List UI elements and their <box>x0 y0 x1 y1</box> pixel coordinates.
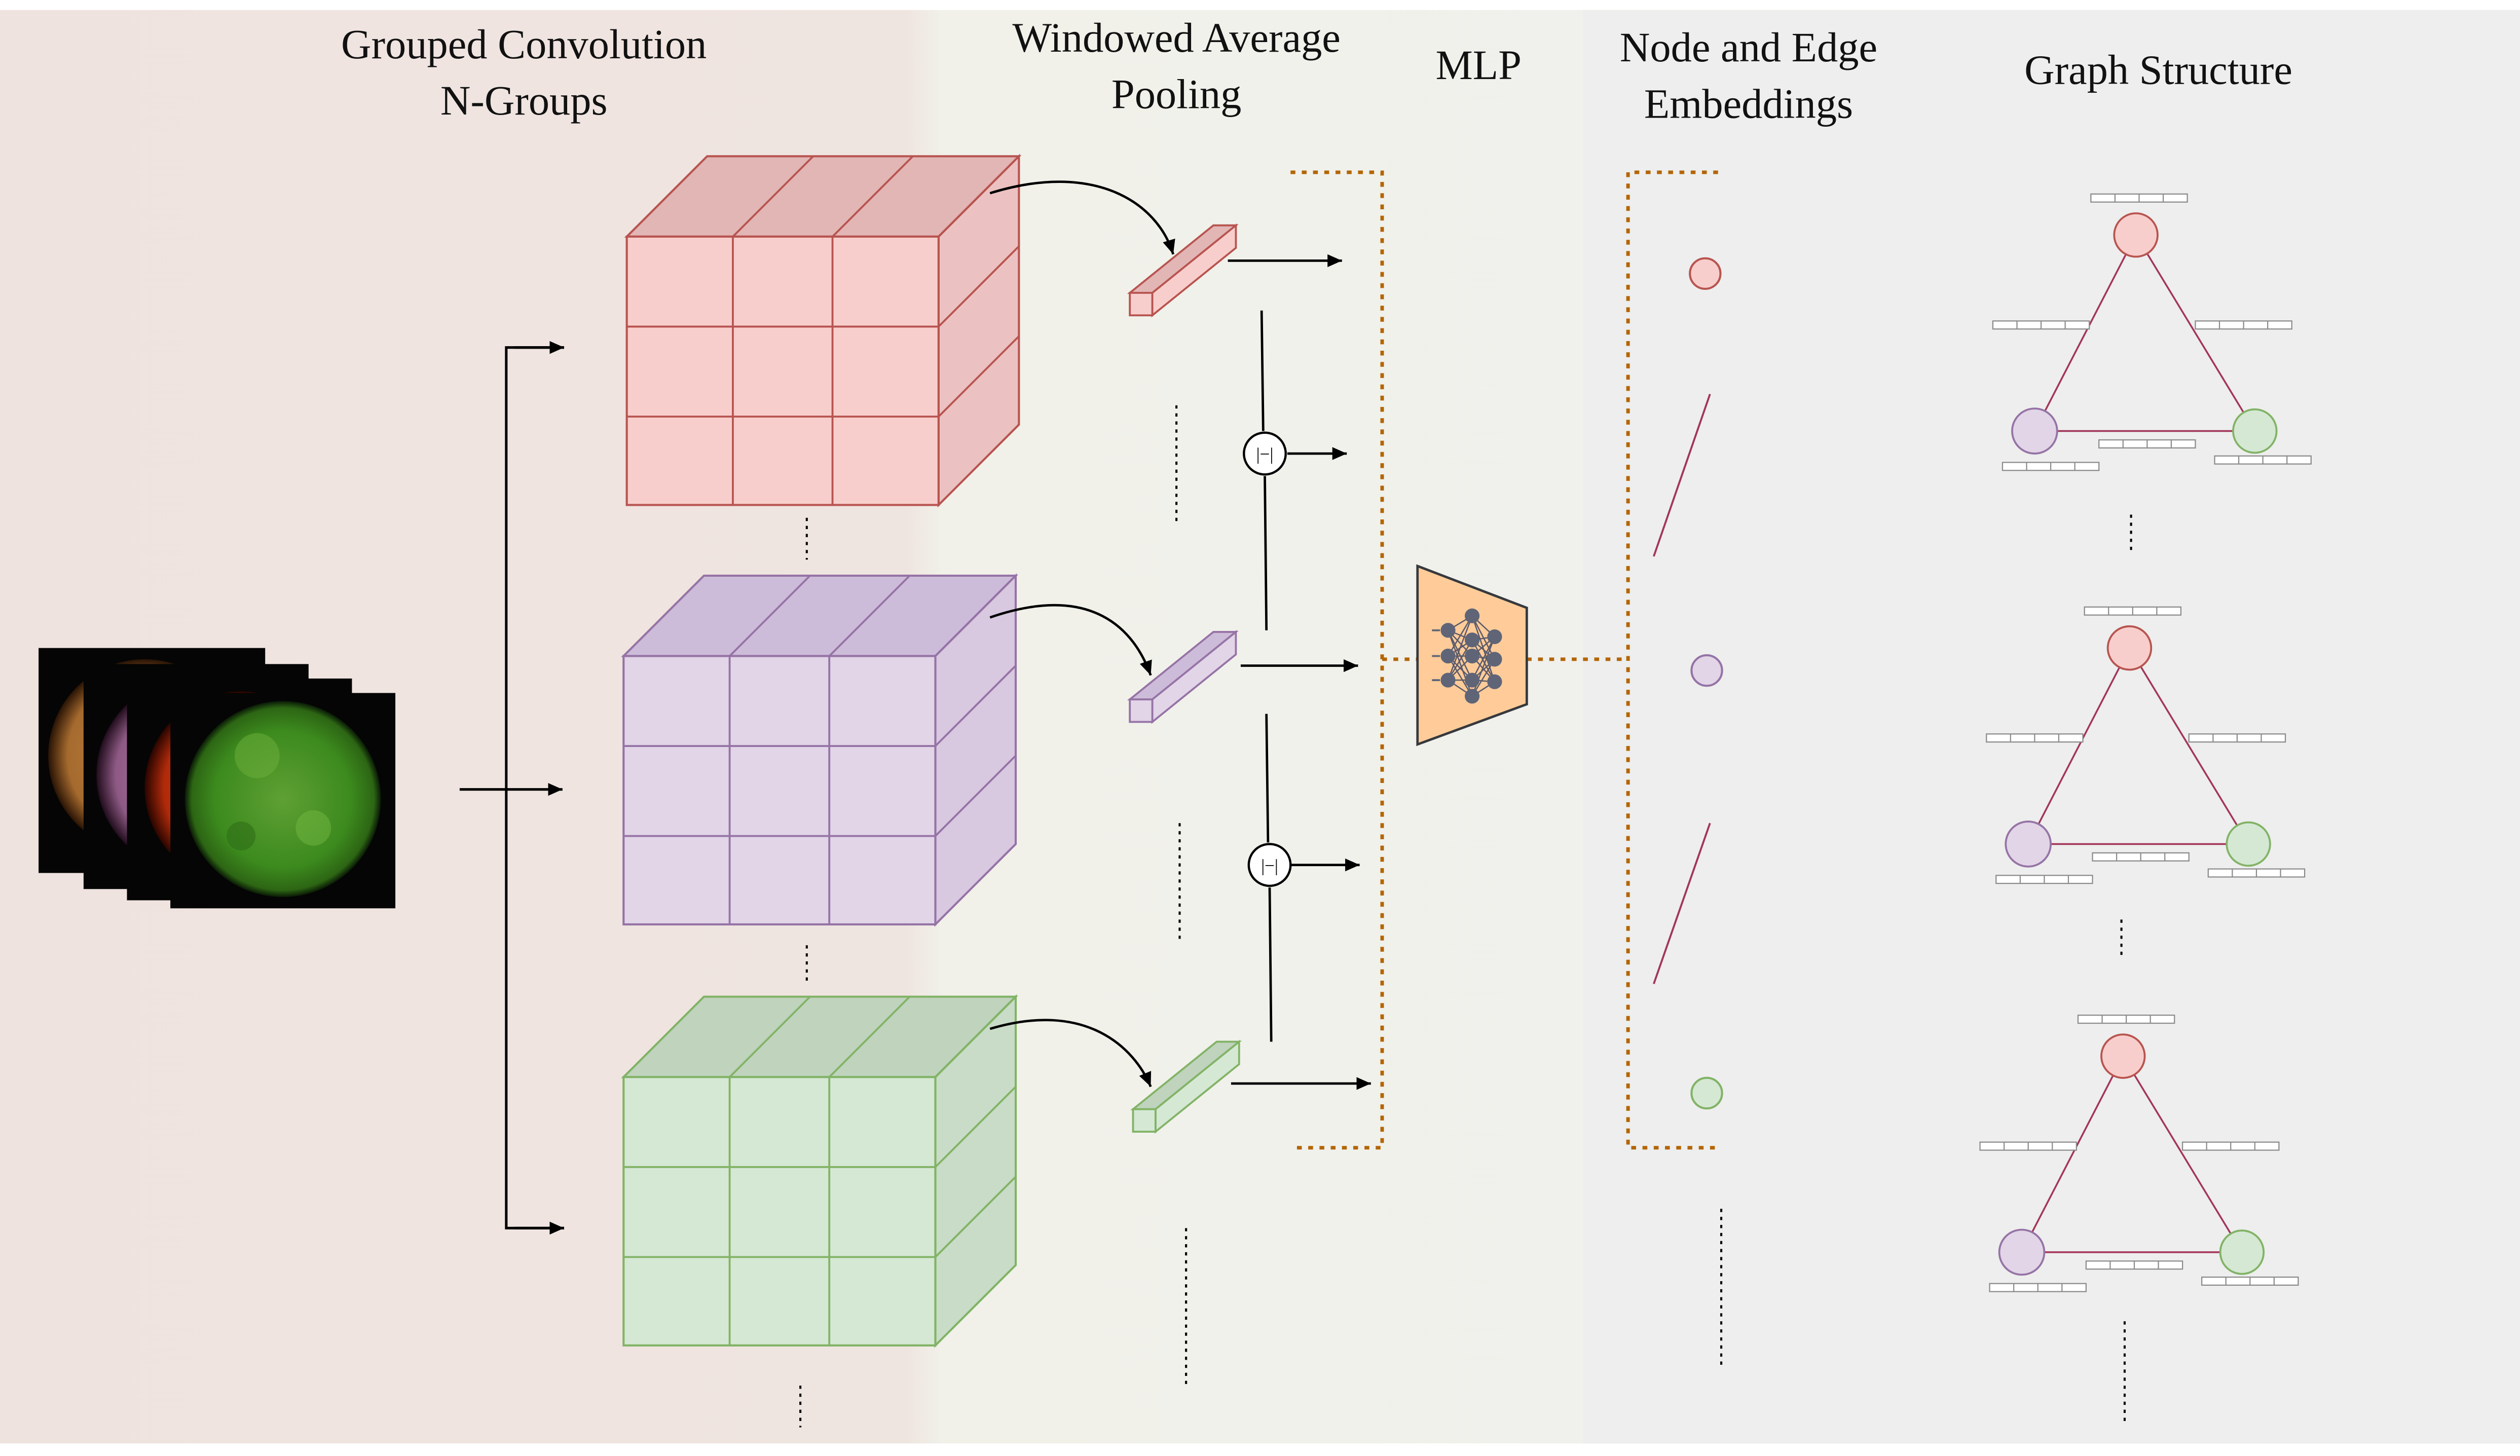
graph-structure-3 <box>1979 1015 2299 1292</box>
graph-node-green <box>2226 821 2271 867</box>
nn-neuron <box>1464 673 1480 688</box>
nn-neuron <box>1440 673 1456 688</box>
node-embedding-purple <box>1690 654 1723 687</box>
difference-operator-icon: |−| |−| <box>1243 431 1292 887</box>
graph-node-purple <box>2011 407 2058 455</box>
nn-neuron <box>1440 623 1456 638</box>
graph-node-purple <box>2005 820 2052 868</box>
graph-edge <box>2122 1056 2243 1253</box>
pooled-vector-purple <box>1127 629 1239 724</box>
graph-node-red <box>2113 212 2159 258</box>
nn-neuron <box>1487 674 1502 689</box>
graph-node-green <box>2232 408 2278 454</box>
nn-neuron <box>1487 629 1502 645</box>
embeddings-column <box>1653 257 1723 1110</box>
curved-arrows <box>989 180 1175 1088</box>
nn-neuron <box>1464 608 1480 623</box>
solar-image-stack <box>39 648 396 909</box>
diff-label-2: |−| <box>1261 855 1278 875</box>
pooled-vector-red <box>1127 223 1239 318</box>
bar-front <box>1129 698 1154 723</box>
edge-embedding-2 <box>1653 823 1711 984</box>
graph-edge <box>2033 234 2137 432</box>
split-arrows <box>459 341 564 1235</box>
graph-edge <box>2128 647 2249 845</box>
cube-front-face <box>622 655 937 926</box>
title-mlp: MLP <box>1435 42 1522 88</box>
graph-structure-2 <box>1986 606 2306 884</box>
cube-front-face <box>622 1076 937 1347</box>
node-embedding-green <box>1690 1076 1723 1110</box>
graph-node-green <box>2219 1229 2265 1275</box>
graph-structure-1 <box>1992 193 2312 471</box>
node-embedding-red <box>1689 257 1722 290</box>
graph-node-red <box>2100 1033 2146 1079</box>
bar-front <box>1132 1108 1157 1133</box>
graph-edge <box>2027 647 2131 845</box>
cube-front-face <box>625 235 940 506</box>
graph-node-purple <box>1998 1228 2046 1276</box>
graph-node-red <box>2106 625 2153 671</box>
sun-green <box>184 701 381 898</box>
feature-cube-red <box>624 154 1022 508</box>
bar-front <box>1129 291 1154 317</box>
nn-neuron <box>1440 648 1456 664</box>
diff-label-1: |−| <box>1256 444 1274 464</box>
graph-edge <box>2021 1056 2124 1253</box>
nn-neuron <box>1464 632 1480 648</box>
panel-graph-bg <box>1583 10 2520 1444</box>
nn-neuron <box>1464 689 1480 704</box>
mlp-block <box>1416 564 1528 746</box>
nn-neuron <box>1487 652 1502 667</box>
continuation-dots <box>799 405 2132 1428</box>
dotted-brackets <box>1290 170 1718 1150</box>
title-graph-structure: Graph Structure <box>2024 47 2292 93</box>
feature-arrows <box>1228 254 1371 1090</box>
nn-neuron <box>1464 648 1480 664</box>
pooled-vector-green <box>1130 1039 1242 1134</box>
feature-cube-purple <box>621 573 1018 927</box>
neural-network-icon <box>1432 608 1502 704</box>
feature-cube-green <box>621 994 1018 1348</box>
edge-embedding-1 <box>1653 393 1711 557</box>
graph-edge <box>2135 234 2256 432</box>
